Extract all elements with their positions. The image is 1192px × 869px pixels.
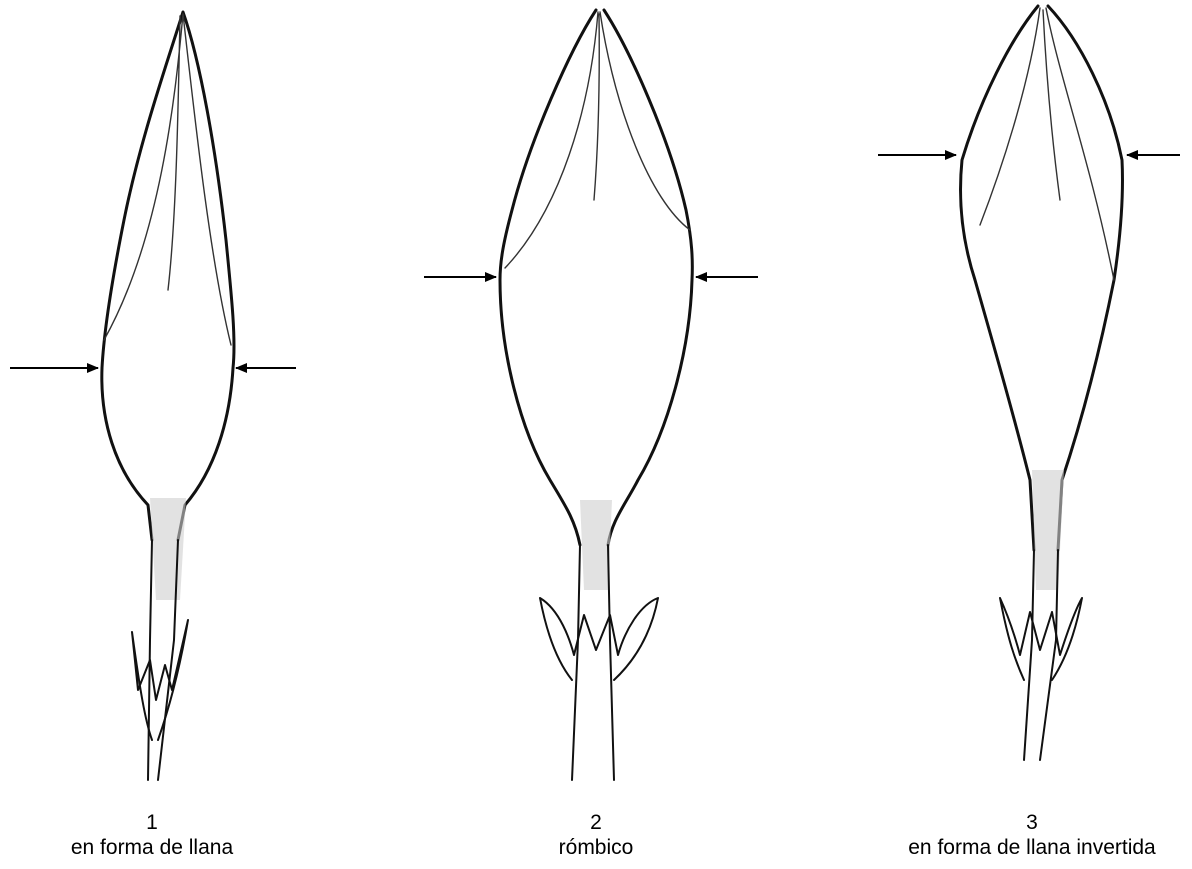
panel-1-number: 1 — [0, 810, 332, 835]
panel-2-caption: rómbico — [416, 835, 776, 860]
bud-2-outline — [500, 10, 692, 545]
panel-3-number: 3 — [852, 810, 1192, 835]
bud-1-drawing — [102, 12, 234, 780]
bud-2-sepals — [540, 598, 658, 680]
bud-1-sepals — [132, 620, 188, 740]
bud-3-sepals — [1000, 598, 1082, 680]
bud-3-inner-lines — [980, 8, 1114, 280]
panel-1-label: 1 en forma de llana — [0, 810, 332, 860]
panel-2-label: 2 rómbico — [416, 810, 776, 860]
bud-3-outline — [961, 6, 1123, 550]
panel-3-label: 3 en forma de llana invertida — [852, 810, 1192, 860]
bud-1-stem-shade — [150, 498, 186, 600]
panel-2-number: 2 — [416, 810, 776, 835]
bud-2-inner-lines — [505, 12, 690, 268]
panel-3-caption: en forma de llana invertida — [852, 835, 1192, 860]
bud-3-drawing — [961, 6, 1123, 760]
bud-2-drawing — [500, 10, 692, 780]
bud-3-stem-shade — [1032, 470, 1064, 590]
bud-1-outline — [102, 12, 234, 540]
panel-1-caption: en forma de llana — [0, 835, 332, 860]
